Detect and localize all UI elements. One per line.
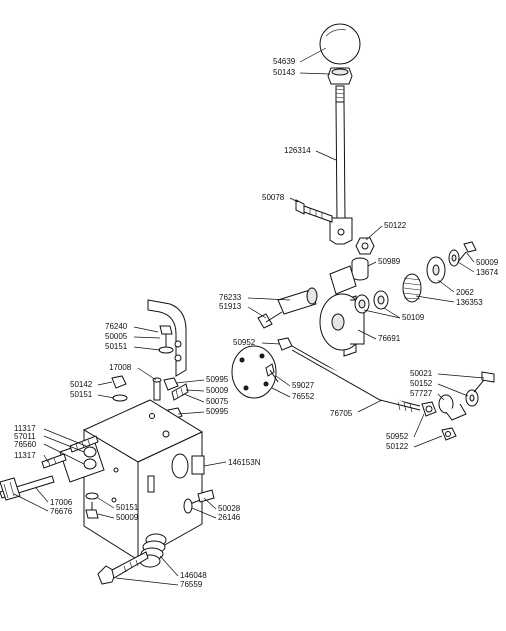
washer-50151-top — [158, 346, 174, 354]
upright-bracket-76240 — [147, 299, 187, 377]
nut-50122-bottom — [441, 427, 457, 441]
label-136353: 136353 — [456, 298, 483, 307]
screw-59027 — [265, 363, 279, 383]
nut-50122-top — [355, 237, 375, 255]
label-76240: 76240 — [105, 322, 128, 331]
label-50989: 50989 — [378, 257, 401, 266]
label-50078: 50078 — [262, 193, 285, 202]
bolt-76559 — [97, 551, 149, 585]
bolt-50009-right — [457, 241, 477, 263]
washer-50151-bottom — [85, 492, 99, 500]
bushing-76233 — [277, 287, 318, 315]
label-146048: 146048 — [180, 571, 207, 580]
label-11317-bottom: 11317 — [14, 451, 36, 460]
label-50122-bottom: 50122 — [386, 442, 409, 451]
spring-136353 — [402, 273, 422, 303]
label-13674: 13674 — [476, 268, 499, 277]
label-126314: 126314 — [284, 146, 311, 155]
cam-plate-76552 — [231, 345, 277, 399]
label-26146: 26146 — [218, 513, 241, 522]
label-11317-top: 11317 — [14, 424, 36, 433]
label-76676: 76676 — [50, 507, 73, 516]
nut-50995-a — [163, 377, 179, 391]
label-50151-bottom: 50151 — [116, 503, 139, 512]
label-50152: 50152 — [410, 379, 433, 388]
label-50122-top: 50122 — [384, 221, 407, 230]
pin-17008 — [152, 377, 162, 401]
nut-50952-right — [421, 401, 437, 417]
washer-13674 — [448, 249, 460, 267]
cable-17006 — [0, 475, 55, 501]
bolt-50021 — [473, 371, 495, 393]
nut-50952-top — [277, 337, 293, 351]
part-labels: 54639 50143 126314 50078 50122 50989 500… — [14, 57, 499, 589]
label-50952-right: 50952 — [386, 432, 409, 441]
label-50021: 50021 — [410, 369, 433, 378]
pin-51913 — [257, 311, 283, 329]
label-76233: 76233 — [219, 293, 242, 302]
label-50009-mid: 50009 — [206, 386, 229, 395]
washer-26146 — [183, 498, 193, 514]
label-50143: 50143 — [273, 68, 296, 77]
label-50995-a: 50995 — [206, 375, 229, 384]
bolt-50005 — [159, 325, 173, 348]
bolt-50078 — [295, 199, 333, 223]
washer-2062 — [426, 256, 446, 284]
label-76691: 76691 — [378, 334, 401, 343]
label-50009-bottom: 50009 — [116, 513, 139, 522]
label-50952-top: 50952 — [233, 338, 256, 347]
label-50995-b: 50995 — [206, 407, 229, 416]
leader-lines — [13, 47, 485, 586]
main-bracket-146153N — [82, 399, 205, 561]
label-76705: 76705 — [330, 409, 353, 418]
spacer-50989 — [351, 257, 369, 281]
label-50151-left: 50151 — [70, 390, 93, 399]
spring-11317-bottom — [41, 453, 67, 469]
label-50005: 50005 — [105, 332, 128, 341]
label-17006: 17006 — [50, 498, 73, 507]
label-57727: 57727 — [410, 389, 433, 398]
spring-11317-top — [69, 435, 99, 453]
label-54639: 54639 — [273, 57, 296, 66]
label-59027: 59027 — [292, 381, 315, 390]
nut-50142 — [111, 375, 127, 389]
shift-lever-rod — [335, 101, 346, 221]
bolt-50028 — [189, 489, 215, 505]
lever-bracket — [329, 217, 353, 245]
label-146153N: 146153N — [228, 458, 261, 467]
washer-50152 — [465, 389, 479, 407]
label-51913: 51913 — [219, 302, 242, 311]
label-50151-top: 50151 — [105, 342, 128, 351]
washer-50109-b — [373, 290, 389, 310]
label-17008: 17008 — [109, 363, 132, 372]
label-76559: 76559 — [180, 580, 203, 589]
washer-50109-a — [354, 294, 370, 314]
shift-knob — [319, 23, 361, 65]
label-50009-right: 50009 — [476, 258, 499, 267]
knob-nut — [327, 67, 353, 85]
label-2062: 2062 — [456, 288, 474, 297]
label-50075: 50075 — [206, 397, 229, 406]
label-57011: 57011 — [14, 432, 36, 441]
spring-50075 — [171, 383, 189, 401]
label-50109: 50109 — [402, 313, 425, 322]
washer-50151-left — [112, 394, 128, 402]
label-50142: 50142 — [70, 380, 93, 389]
lever-thread — [335, 85, 345, 103]
shift-rod-76705 — [291, 345, 421, 413]
label-76560: 76560 — [14, 440, 37, 449]
ball-joint-57727 — [438, 394, 467, 421]
label-50028: 50028 — [218, 504, 241, 513]
label-76552: 76552 — [292, 392, 315, 401]
bolt-50009-bottom — [85, 502, 99, 519]
